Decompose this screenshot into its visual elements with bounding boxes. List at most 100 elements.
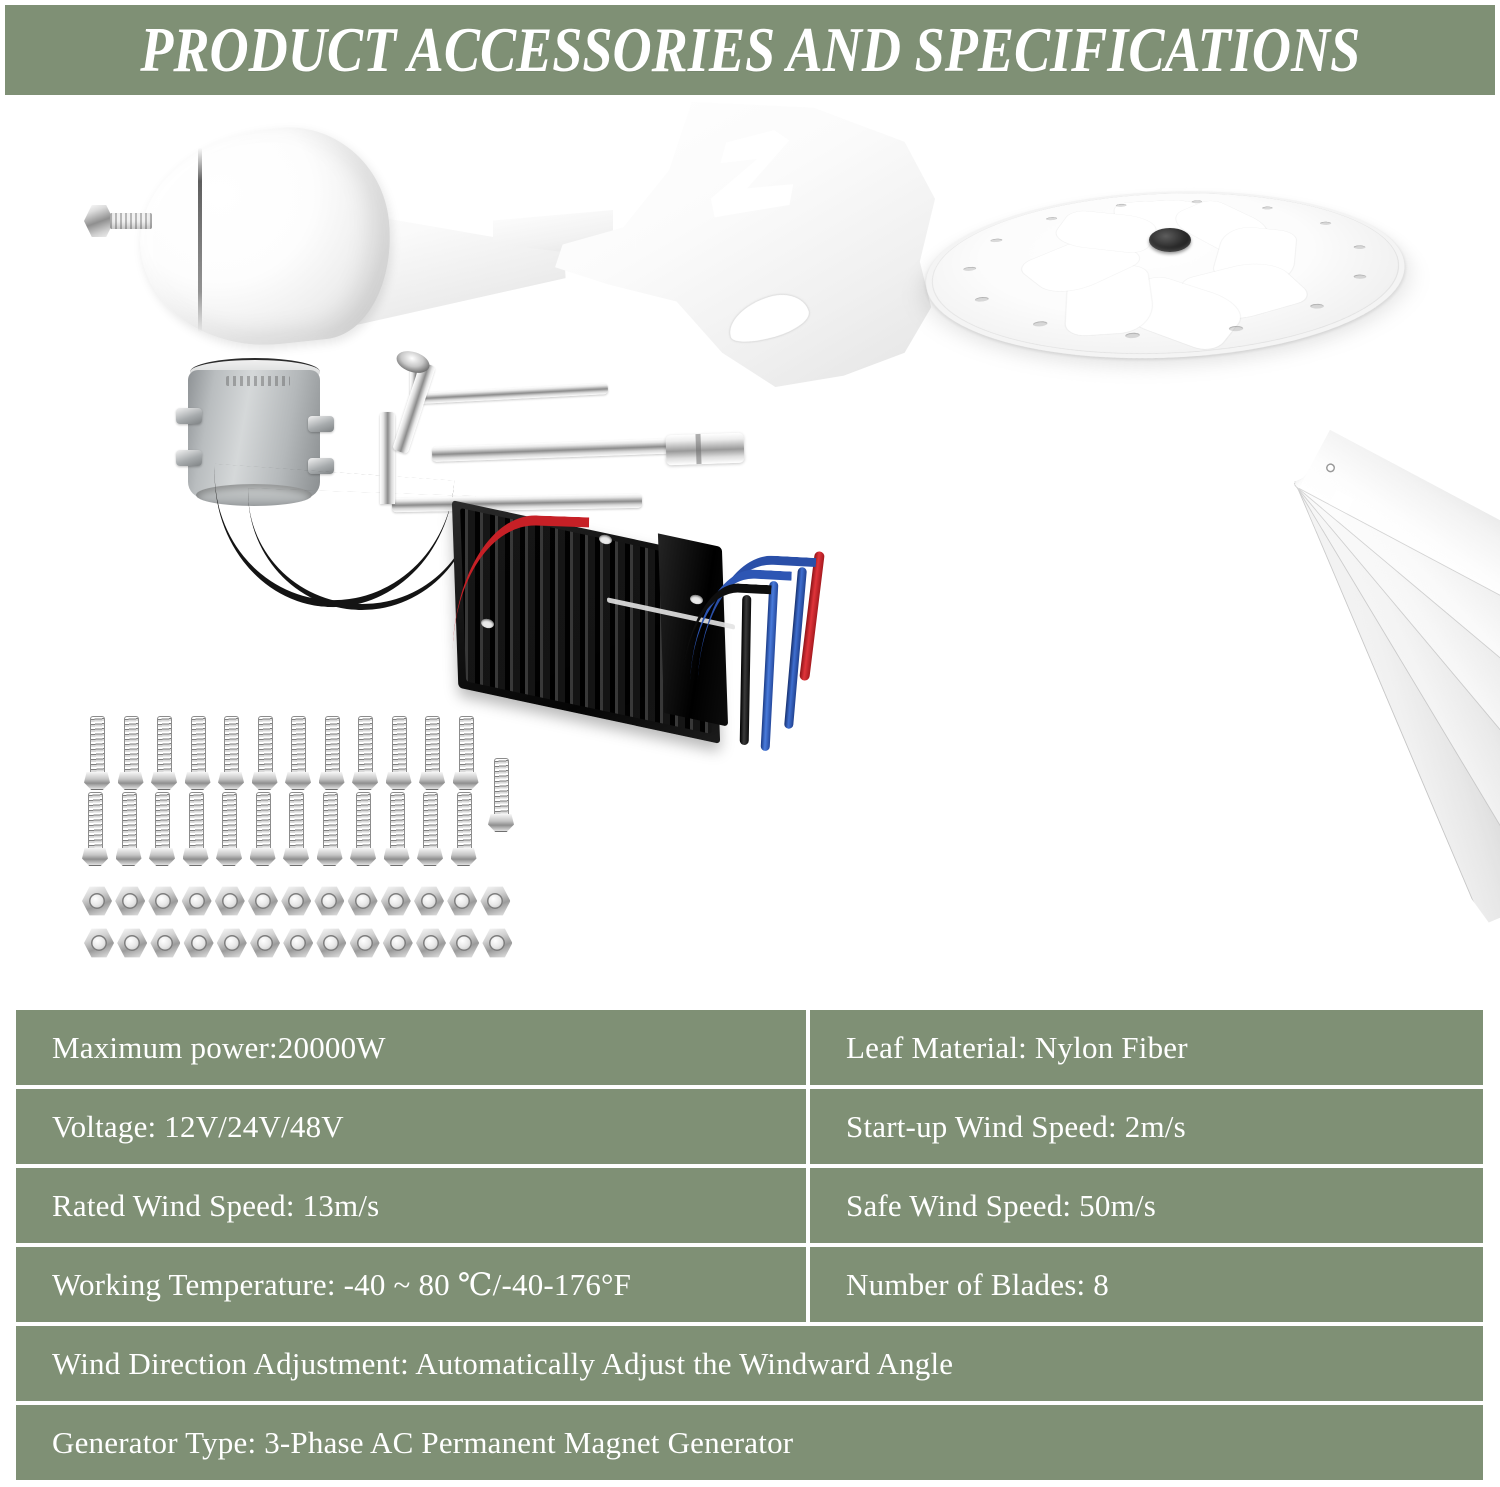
bolt <box>82 792 108 876</box>
bolt-head <box>151 772 177 790</box>
bolt <box>452 716 479 800</box>
bolt-head <box>249 848 276 866</box>
bolt-head <box>182 848 209 866</box>
bolt-threaded-shaft <box>456 792 472 852</box>
hex-nut <box>414 886 444 916</box>
hex-nut <box>281 886 312 916</box>
spec-cell-max-power: Maximum power:20000W <box>16 1010 806 1085</box>
hex-nut <box>480 886 511 916</box>
hex-nut <box>248 886 278 916</box>
bolt-head <box>417 848 443 866</box>
table-row: Wind Direction Adjustment: Automatically… <box>16 1326 1483 1401</box>
socket-wrench-head <box>665 432 745 466</box>
hex-nut-hole <box>188 893 205 909</box>
hex-nut-hole <box>456 935 473 951</box>
bolt-threaded-shaft <box>222 792 237 852</box>
collar-clamp-bolt <box>308 458 334 474</box>
bolt-threaded-shaft <box>389 792 405 852</box>
bolt-head <box>115 848 142 866</box>
bolt-threaded-shaft <box>224 716 239 776</box>
hex-key-large-short-arm <box>380 412 395 504</box>
bolt <box>216 792 242 876</box>
table-row: Maximum power:20000W Leaf Material: Nylo… <box>16 1010 1483 1085</box>
tool-set <box>370 347 790 535</box>
hex-nut <box>216 928 247 958</box>
bolt <box>249 792 276 876</box>
bolt <box>316 792 343 876</box>
socket-wrench-head-band <box>695 433 702 465</box>
table-row: Voltage: 12V/24V/48V Start-up Wind Speed… <box>16 1089 1483 1164</box>
bolt <box>417 792 443 876</box>
nacelle-shell <box>129 117 401 358</box>
collar-clamp-bolt <box>176 450 202 466</box>
bolt-threaded-shaft <box>494 758 509 818</box>
bolt-threaded-shaft <box>291 716 306 776</box>
bolt-threaded-shaft <box>289 792 304 852</box>
hex-nut-hole <box>389 935 406 951</box>
table-row: Rated Wind Speed: 13m/s Safe Wind Speed:… <box>16 1168 1483 1243</box>
hex-nut-hole <box>454 893 471 909</box>
bolt-threaded-shaft <box>358 716 373 776</box>
hex-key-large-long-arm <box>391 493 643 513</box>
hex-nut-hole <box>157 935 174 951</box>
bolt <box>149 792 175 876</box>
hex-nut <box>380 886 411 916</box>
spec-cell-working-temp: Working Temperature: -40 ~ 80 ℃/-40-176°… <box>16 1247 806 1322</box>
hex-nut-hole <box>122 893 139 909</box>
bolt-head <box>385 772 412 790</box>
hex-nut-hole <box>221 893 238 909</box>
hex-nut-hole <box>91 935 107 951</box>
bolt-head <box>383 848 410 866</box>
bolt-head <box>184 772 211 790</box>
hex-nut <box>382 928 413 958</box>
nose-bolt <box>84 204 152 238</box>
bolt-head <box>283 848 309 866</box>
hex-nut <box>316 928 347 958</box>
tail-fin <box>493 102 935 387</box>
hex-nut <box>181 886 212 916</box>
spec-cell-rated-wind-speed: Rated Wind Speed: 13m/s <box>16 1168 806 1243</box>
bolt-head <box>251 772 278 790</box>
hex-nut-hole <box>423 935 439 951</box>
bolt <box>84 716 110 800</box>
page-title: PRODUCT ACCESSORIES AND SPECIFICATIONS <box>140 14 1360 85</box>
bolt <box>283 792 309 876</box>
hex-nut-hole <box>321 893 338 909</box>
bolt-head <box>149 848 175 866</box>
bolt-head <box>488 814 514 832</box>
hex-nut-hole <box>223 935 240 951</box>
bolt-head <box>350 848 376 866</box>
fastener-set <box>78 710 558 990</box>
spec-cell-voltage: Voltage: 12V/24V/48V <box>16 1089 806 1164</box>
bolt <box>117 716 144 800</box>
bolt <box>488 758 514 842</box>
hex-nut-hole <box>124 935 141 951</box>
hex-nut-hole <box>288 893 305 909</box>
blade-root-hole <box>1324 462 1336 474</box>
nacelle-generator-body <box>70 117 510 616</box>
hex-nut <box>349 928 380 958</box>
table-row: Generator Type: 3-Phase AC Permanent Mag… <box>16 1405 1483 1480</box>
turbine-blade-set <box>790 430 1410 990</box>
bolt-threaded-shaft <box>391 716 407 776</box>
bolt <box>352 716 378 800</box>
nose-bolt-shaft <box>110 213 152 229</box>
hex-nut-hole <box>257 935 273 951</box>
hex-nut <box>449 928 480 958</box>
bolt-threaded-shaft <box>423 792 438 852</box>
bolt <box>350 792 376 876</box>
bolt-head <box>285 772 311 790</box>
bolt-head <box>316 848 343 866</box>
specifications-table: Maximum power:20000W Leaf Material: Nylo… <box>16 1010 1483 1480</box>
spec-cell-number-of-blades: Number of Blades: 8 <box>810 1247 1483 1322</box>
bolt-threaded-shaft <box>157 716 172 776</box>
spec-cell-wind-direction: Wind Direction Adjustment: Automatically… <box>16 1326 1483 1401</box>
hex-nut <box>447 886 478 916</box>
hex-nut-hole <box>387 893 404 909</box>
bolt-threaded-shaft <box>88 792 103 852</box>
collar-clamp-bolt <box>176 408 202 424</box>
hex-nut-hole <box>255 893 271 909</box>
bolt-threaded-shaft <box>458 716 474 776</box>
bolt <box>419 716 445 800</box>
bolt <box>251 716 278 800</box>
